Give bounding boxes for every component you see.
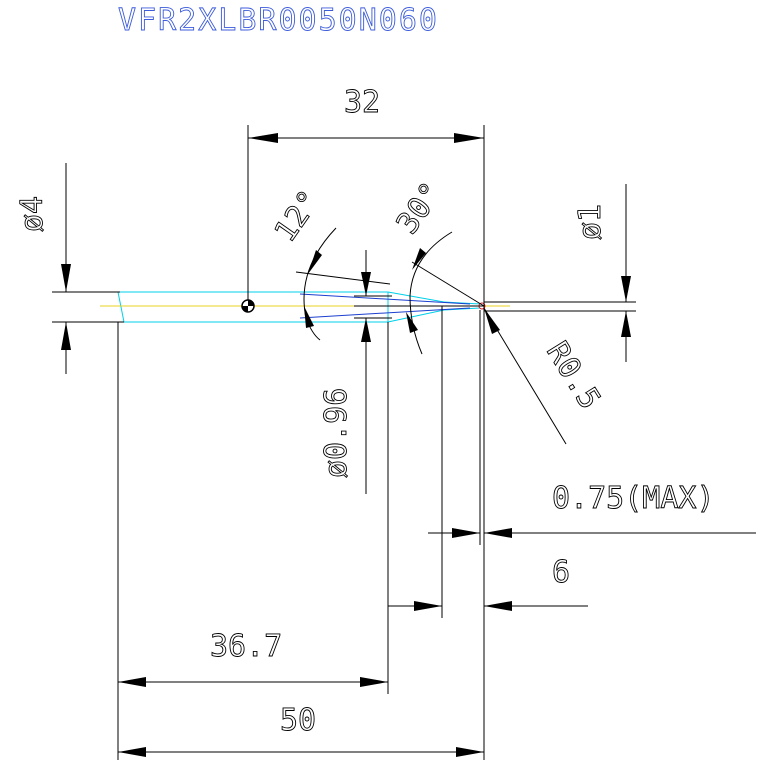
dim-36-7-label: 36.7 [210,629,282,664]
dim-neck-dia: ø0.96 [319,250,392,494]
dim-angle-12-label: 12° [268,184,328,248]
dim-6-label: 6 [552,555,570,590]
dim-radius-label: R0.5 [539,336,607,416]
dim-36-7: 36.7 [117,322,389,760]
dim-tip-dia-label: ø1 [573,204,608,240]
dim-neck-dia-label: ø0.96 [319,388,354,478]
dim-max-075-label: 0.75(MAX) [552,481,715,516]
dim-shank-dia: ø4 [15,163,124,374]
dim-angle-30: 30° [354,176,485,355]
origin-marker [241,299,255,313]
dim-shank-dia-label: ø4 [15,196,50,232]
dim-angle-30-label: 30° [390,176,450,240]
dim-50-label: 50 [280,703,316,738]
dim-32-label: 32 [344,85,380,120]
tool-outline [117,291,481,323]
dim-6: 6 [388,306,588,618]
drawing-title: VFR2XLBR0050N060 [118,3,439,38]
dim-radius: R0.5 [483,307,608,445]
dim-32: 32 [247,85,485,760]
dim-50: 50 [118,703,484,757]
dim-max-075: 0.75(MAX) [428,310,756,545]
dim-tip-dia: ø1 [484,184,636,362]
